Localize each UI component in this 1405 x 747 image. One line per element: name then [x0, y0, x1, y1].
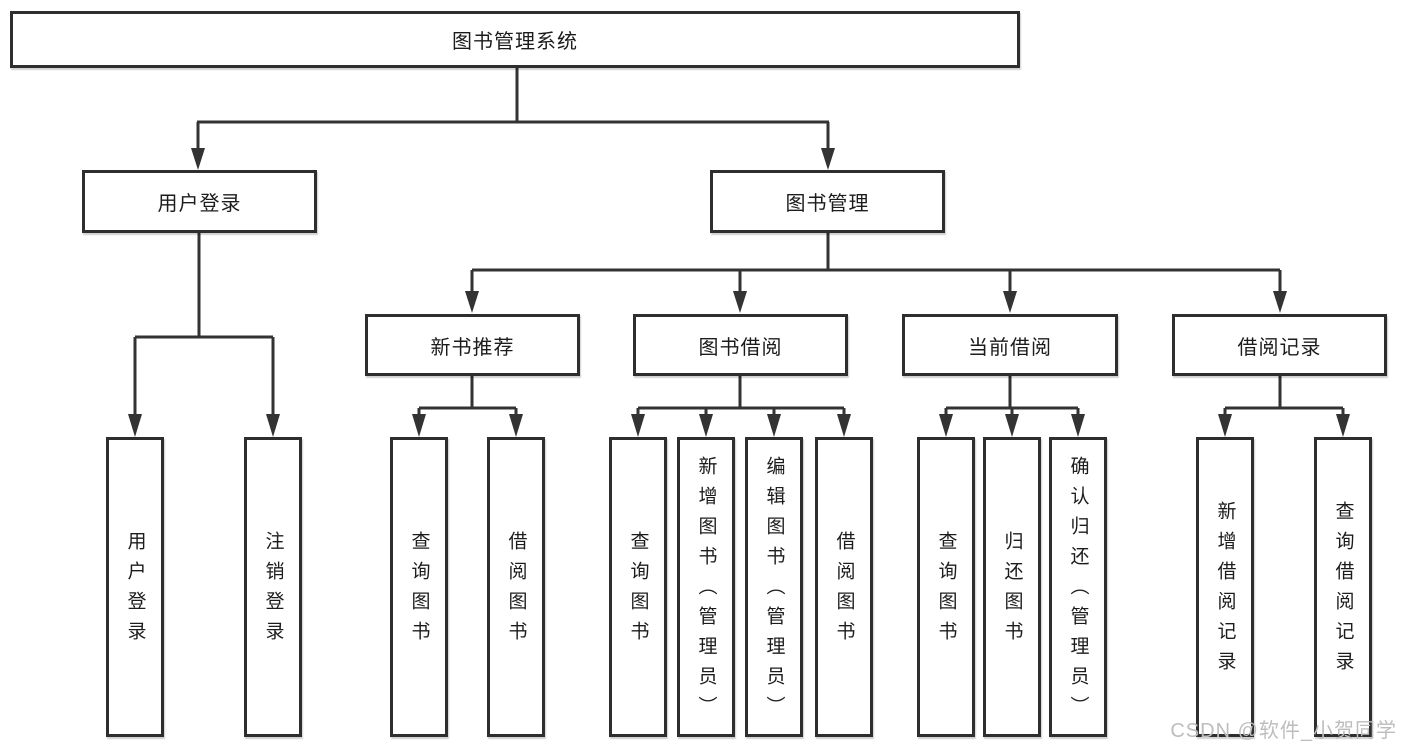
node-borrowing-records: 借阅记录: [1172, 314, 1387, 376]
node-label: 新增图书（管理员）: [695, 456, 717, 726]
leaf-logout: 注销登录: [244, 437, 302, 737]
arrow-down-icon: [821, 148, 835, 170]
arrow-down-icon: [837, 414, 851, 437]
arrow-down-icon: [191, 148, 205, 170]
arrow-down-icon: [939, 414, 953, 437]
node-label: 查询图书: [627, 531, 649, 651]
csdn-watermark: CSDN @软件_小贺同学: [1170, 720, 1397, 742]
arrow-down-icon: [1336, 414, 1350, 437]
leaf-edit-book-admin: 编辑图书（管理员）: [745, 437, 803, 737]
node-label: 归还图书: [1001, 531, 1023, 651]
arrow-down-icon: [412, 414, 426, 437]
node-label: 图书借阅: [698, 336, 783, 359]
leaf-query-borrow-record: 查询借阅记录: [1314, 437, 1372, 737]
node-label: 借阅记录: [1237, 336, 1322, 359]
node-current-borrowing: 当前借阅: [902, 314, 1118, 376]
node-label: 用户登录: [124, 531, 146, 651]
arrow-down-icon: [509, 414, 523, 437]
leaf-query-books-recommend: 查询图书: [390, 437, 448, 737]
node-label: 注销登录: [262, 531, 284, 651]
leaf-confirm-return-admin: 确认归还（管理员）: [1049, 437, 1107, 737]
arrow-down-icon: [128, 414, 142, 437]
node-label: 查询图书: [935, 531, 957, 651]
node-user-login: 用户登录: [82, 170, 317, 233]
arrow-down-icon: [1071, 414, 1085, 437]
leaf-query-books-current: 查询图书: [917, 437, 975, 737]
arrow-down-icon: [699, 414, 713, 437]
leaf-borrow-books: 借阅图书: [815, 437, 873, 737]
node-label: 借阅图书: [833, 531, 855, 651]
node-label: 编辑图书（管理员）: [763, 456, 785, 726]
node-new-book-recommendation: 新书推荐: [365, 314, 580, 376]
node-label: 图书管理: [785, 193, 870, 215]
node-book-management: 图书管理: [710, 170, 945, 233]
arrow-down-icon: [1005, 414, 1019, 437]
leaf-return-books: 归还图书: [983, 437, 1041, 737]
node-library-management-system: 图书管理系统: [10, 11, 1020, 68]
arrow-down-icon: [1218, 414, 1232, 437]
arrow-down-icon: [1003, 291, 1017, 313]
arrow-down-icon: [266, 414, 280, 437]
node-label: 查询图书: [408, 531, 430, 651]
node-label: 确认归还（管理员）: [1067, 456, 1089, 726]
leaf-borrow-books-recommend: 借阅图书: [487, 437, 545, 737]
leaf-add-borrow-record: 新增借阅记录: [1196, 437, 1254, 737]
arrow-down-icon: [767, 414, 781, 437]
node-label: 当前借阅: [968, 336, 1052, 359]
node-label: 新书推荐: [430, 336, 515, 359]
leaf-query-books-borrowing: 查询图书: [609, 437, 667, 737]
node-label: 查询借阅记录: [1332, 501, 1354, 681]
leaf-add-book-admin: 新增图书（管理员）: [677, 437, 735, 737]
leaf-user-login: 用户登录: [106, 437, 164, 737]
node-label: 图书管理系统: [452, 31, 578, 53]
node-label: 用户登录: [157, 193, 242, 215]
arrow-down-icon: [1273, 291, 1287, 313]
arrow-down-icon: [631, 414, 645, 437]
node-label: 新增借阅记录: [1214, 501, 1236, 681]
arrow-down-icon: [733, 291, 747, 313]
arrow-down-icon: [465, 291, 479, 313]
node-book-borrowing: 图书借阅: [633, 314, 848, 376]
node-label: 借阅图书: [505, 531, 527, 651]
